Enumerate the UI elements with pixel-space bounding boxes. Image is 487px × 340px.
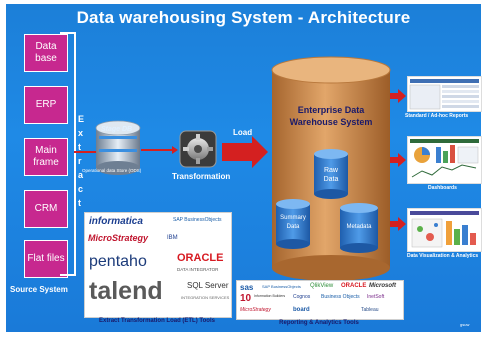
dashboards-label: Dashboards bbox=[428, 185, 457, 191]
oracle-logo: ORACLE bbox=[177, 252, 224, 264]
output-arrow-reports bbox=[390, 89, 406, 103]
summary-data-line1: Summary bbox=[280, 215, 306, 221]
microstrategy-report-logo: MicroStrategy bbox=[240, 307, 271, 313]
extract-letter: a bbox=[78, 170, 84, 180]
output-arrow-dashboards bbox=[390, 153, 406, 167]
load-label: Load bbox=[233, 128, 253, 137]
sap-businessobjects-logo: SAP BusinessObjects bbox=[173, 217, 222, 223]
stage-to-transform-arrowhead bbox=[172, 146, 178, 154]
extract-letter: t bbox=[78, 142, 81, 152]
ten-logo: 10 bbox=[240, 293, 252, 304]
gear-icon bbox=[179, 130, 217, 168]
dashboards-thumbnail bbox=[410, 139, 479, 178]
source-bracket bbox=[60, 32, 76, 276]
microstrategy-logo: MicroStrategy bbox=[88, 233, 149, 243]
raw-data-cylinder bbox=[314, 149, 348, 199]
etl-tools-panel: informatica SAP BusinessObjects MicroStr… bbox=[84, 212, 232, 318]
reporting-tools-panel: sas SAP BusinessObjects QlikView ORACLE … bbox=[236, 280, 404, 320]
warehouse-title-line1: Enterprise Data bbox=[297, 105, 365, 115]
etl-tools-caption: Extract Transformation Load (ETL) Tools bbox=[99, 318, 215, 324]
ibm-logo: IBM bbox=[167, 235, 178, 241]
reports-thumbnail bbox=[409, 79, 479, 110]
extract-letter: r bbox=[78, 156, 82, 166]
metadata-cylinder bbox=[340, 203, 378, 253]
sql-server-logo: SQL Server bbox=[187, 281, 229, 290]
stage-db-label: Stage DB bbox=[101, 126, 133, 133]
footnote: gsuw bbox=[460, 322, 470, 327]
integration-services-logo: INTEGRATION SERVICES bbox=[181, 295, 230, 300]
summary-data-cylinder bbox=[276, 199, 310, 249]
warehouse-title-line2: Warehouse System bbox=[289, 117, 373, 127]
talend-logo: talend bbox=[89, 277, 163, 305]
source-flat-files: Flat files bbox=[24, 240, 68, 278]
reports-screenshot bbox=[407, 76, 482, 112]
source-crm: CRM bbox=[24, 190, 68, 228]
source-system-label: Source System bbox=[10, 285, 68, 294]
visualization-thumbnail bbox=[410, 211, 479, 248]
reporting-tools-caption: Reporting & Analytics Tools bbox=[279, 320, 359, 326]
reports-label: Standard / Ad-hoc Reports bbox=[405, 113, 469, 119]
dashboards-screenshot bbox=[407, 136, 482, 184]
extract-letter: x bbox=[78, 128, 84, 138]
qlikview-logo: QlikView bbox=[310, 283, 334, 289]
extract-letter: c bbox=[78, 184, 84, 194]
summary-data-line2: Data bbox=[286, 224, 300, 230]
ods-caption: Operational data Store (ODS) bbox=[82, 168, 142, 173]
source-database: Data base bbox=[24, 34, 68, 72]
extract-letter: t bbox=[78, 198, 81, 208]
visualization-label: Data Visualization & Analytics bbox=[407, 253, 479, 259]
pentaho-logo: pentaho bbox=[89, 253, 147, 270]
business-objects-logo: Business Objects bbox=[321, 294, 360, 300]
sap-logo: SAP BusinessObjects bbox=[262, 284, 301, 289]
transformation-label: Transformation bbox=[172, 172, 231, 181]
visualization-screenshot bbox=[407, 208, 482, 252]
source-erp: ERP bbox=[24, 86, 68, 124]
tableau-logo: Tableau bbox=[361, 307, 379, 313]
diagram-title: Data warehousing System - Architecture bbox=[76, 8, 411, 27]
inetsoft-logo: InetSoft bbox=[367, 294, 385, 300]
sas-logo: sas bbox=[240, 283, 254, 292]
raw-data-line1: Raw bbox=[323, 167, 338, 174]
raw-data-line2: Data bbox=[323, 176, 339, 183]
load-arrow bbox=[222, 136, 268, 168]
stage-db-icon bbox=[95, 120, 141, 175]
oracle-report-logo: ORACLE bbox=[341, 283, 367, 289]
data-integrator-logo: DATA INTEGRATOR bbox=[177, 267, 219, 272]
metadata-label: Metadata bbox=[346, 224, 372, 230]
information-builders-logo: Information Builders bbox=[254, 294, 286, 298]
extract-letter: E bbox=[78, 114, 85, 124]
informatica-logo: informatica bbox=[89, 216, 143, 227]
cognos-logo: Cognos bbox=[293, 294, 311, 300]
source-mainframe: Main frame bbox=[24, 138, 68, 176]
output-arrow-visualization bbox=[390, 217, 406, 231]
board-logo: board bbox=[293, 307, 310, 313]
microsoft-logo: Microsoft bbox=[369, 283, 396, 289]
